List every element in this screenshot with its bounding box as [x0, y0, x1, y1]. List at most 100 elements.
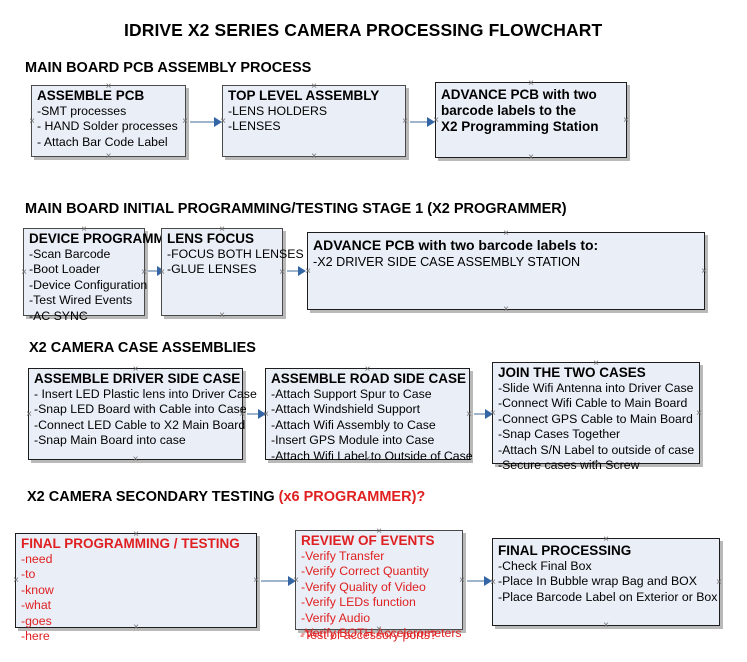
box-assemble-pcb[interactable]: ASSEMBLE PCB -SMT processes - HAND Solde…: [31, 85, 186, 157]
box-line: -AC SYNC: [29, 308, 88, 323]
box-line: -Attach Windshield Support: [271, 402, 421, 417]
box-line: -Attach Wifi Assembly to Case: [271, 417, 436, 432]
section-heading-x2-camera-secondary-testing: X2 CAMERA SECONDARY TESTING (x6 PROGRAMM…: [27, 489, 425, 505]
section-heading-text: X2 CAMERA SECONDARY TESTING: [27, 489, 279, 505]
box-line: -Place Barcode Label on Exterior or Box: [498, 589, 718, 604]
connector-line: [148, 270, 162, 272]
box-line: -Verify BOTH Accelerometers: [301, 626, 462, 641]
connection-point-bottom[interactable]: [310, 152, 319, 161]
box-line: - HAND Solder processes: [37, 119, 178, 134]
box-title: ADVANCE PCB with two: [441, 87, 597, 102]
connector-line: [190, 121, 218, 123]
box-line: barcode labels to the: [441, 103, 577, 118]
box-line: -Place In Bubble wrap Bag and BOX: [498, 574, 697, 589]
box-line: -Snap LED Board with Cable into Case: [34, 402, 247, 417]
box-title: ASSEMBLE DRIVER SIDE CASE: [34, 371, 241, 386]
connector-arrowhead: [485, 409, 493, 419]
box-review-of-events[interactable]: REVIEW OF EVENTS -Verify Transfer -Verif…: [295, 530, 463, 640]
box-line-overflow: -Test of accessory ports?: [300, 628, 437, 642]
box-title: ASSEMBLE ROAD SIDE CASE: [271, 371, 467, 386]
connector-arrowhead: [288, 576, 296, 586]
box-line: -Snap Main Board into case: [34, 433, 186, 448]
box-line: -Attach Wifi Label to Outside of Case: [271, 448, 473, 463]
box-title: REVIEW OF EVENTS: [301, 533, 435, 548]
section-heading-suffix: (x6 PROGRAMMER)?: [278, 489, 426, 505]
box-assemble-driver-side-case[interactable]: ASSEMBLE DRIVER SIDE CASE - Insert LED P…: [25, 368, 257, 460]
connector-arrowhead: [214, 117, 222, 127]
connector-line: [247, 413, 265, 415]
box-final-programming-testing[interactable]: FINAL PROGRAMMING / TESTING -need -to -k…: [12, 533, 257, 643]
box-title: FINAL PROGRAMMING / TESTING: [21, 536, 240, 551]
box-final-processing[interactable]: FINAL PROCESSING -Check Final Box -Place…: [492, 538, 720, 626]
box-line: -LENSES: [228, 119, 281, 134]
box-line: -Connect Wifi Cable to Main Board: [498, 396, 688, 411]
connector-line: [287, 270, 304, 272]
connector-arrowhead: [258, 409, 266, 419]
box-line: -Boot Loader: [29, 262, 101, 277]
connection-point-left[interactable]: [28, 117, 37, 126]
box-line: -goes: [21, 613, 52, 628]
box-line: -Insert GPS Module into Case: [271, 433, 435, 448]
connection-point-bottom[interactable]: [131, 455, 140, 464]
box-line: -SMT processes: [37, 104, 127, 118]
box-line: -Attach S/N Label to outside of case: [498, 442, 695, 457]
box-line: -Verify LEDs function: [301, 595, 416, 610]
connection-point-left[interactable]: [12, 576, 21, 585]
connector-arrowhead: [427, 117, 435, 127]
box-line: -what: [21, 598, 52, 613]
connector-line: [474, 413, 492, 415]
connection-point-left[interactable]: [25, 410, 34, 419]
box-line: - Insert LED Plastic lens into Driver Ca…: [34, 387, 257, 401]
box-line: -LENS HOLDERS: [228, 104, 328, 118]
box-line: -Device Configuration: [29, 277, 148, 292]
connection-point-bottom[interactable]: [502, 305, 511, 314]
box-line: -Check Final Box: [498, 559, 592, 573]
box-line: -to: [21, 567, 36, 582]
box-line: -Scan Barcode: [29, 247, 111, 261]
box-title: FINAL PROCESSING: [498, 543, 632, 558]
box-top-level-assembly[interactable]: TOP LEVEL ASSEMBLY -LENS HOLDERS -LENSES: [222, 85, 406, 157]
box-line: -Verify Transfer: [301, 549, 385, 563]
box-line: -Slide Wifi Antenna into Driver Case: [498, 381, 694, 395]
box-join-the-two-cases[interactable]: JOIN THE TWO CASES -Slide Wifi Antenna i…: [492, 362, 700, 472]
box-line: -need: [21, 552, 53, 566]
section-heading-x2-camera-case-assemblies: X2 CAMERA CASE ASSEMBLIES: [29, 340, 256, 356]
connection-point-left[interactable]: [20, 268, 29, 277]
box-line: -Test Wired Events: [29, 293, 133, 308]
box-line: -GLUE LENSES: [167, 262, 257, 277]
section-heading-main-board-pcb-assembly: MAIN BOARD PCB ASSEMBLY PROCESS: [25, 60, 312, 76]
box-lens-focus[interactable]: LENS FOCUS -FOCUS BOTH LENSES -GLUE LENS…: [161, 228, 304, 316]
box-line: X2 Programming Station: [441, 119, 599, 134]
box-line: -Verify Quality of Video: [301, 579, 426, 594]
box-title: ASSEMBLE PCB: [37, 88, 145, 103]
connector-line: [410, 121, 432, 123]
document-title: IDRIVE X2 SERIES CAMERA PROCESSING FLOWC…: [124, 20, 603, 40]
box-line: -FOCUS BOTH LENSES: [167, 247, 304, 261]
box-assemble-road-side-case[interactable]: ASSEMBLE ROAD SIDE CASE -Attach Support …: [265, 368, 473, 463]
box-title: TOP LEVEL ASSEMBLY: [228, 88, 380, 103]
box-title: ADVANCE PCB with two barcode labels to:: [313, 237, 599, 253]
box-device-programming[interactable]: DEVICE PROGRAMMING -Scan Barcode -Boot L…: [20, 228, 189, 323]
connector-line: [261, 580, 293, 582]
box-line: -Snap Cases Together: [498, 427, 621, 442]
box-line: -Verify Correct Quantity: [301, 564, 429, 579]
connection-point-bottom[interactable]: [104, 152, 113, 161]
box-advance-pcb-to-driver-side-case[interactable]: ADVANCE PCB with two barcode labels to: …: [307, 232, 705, 310]
box-line: -know: [21, 582, 54, 597]
connection-point-bottom[interactable]: [602, 621, 611, 630]
box-line: -Attach Support Spur to Case: [271, 387, 432, 401]
connector-arrowhead: [484, 576, 492, 586]
connector-arrowhead: [298, 266, 306, 276]
box-title: JOIN THE TWO CASES: [498, 365, 646, 380]
box-advance-pcb-to-programming-station[interactable]: ADVANCE PCB with two barcode labels to t…: [435, 82, 627, 158]
connection-point-bottom[interactable]: [527, 153, 536, 162]
box-line: -Connect GPS Cable to Main Board: [498, 411, 693, 426]
box-title: DEVICE PROGRAMMING: [29, 231, 189, 246]
connector-line: [467, 580, 489, 582]
box-line: -Verify Audio: [301, 610, 371, 625]
connection-point-bottom[interactable]: [218, 311, 227, 320]
box-title: LENS FOCUS: [167, 231, 255, 246]
box-line: -Connect LED Cable to X2 Main Board: [34, 417, 246, 432]
box-line: -Secure cases with Screw: [498, 458, 640, 473]
